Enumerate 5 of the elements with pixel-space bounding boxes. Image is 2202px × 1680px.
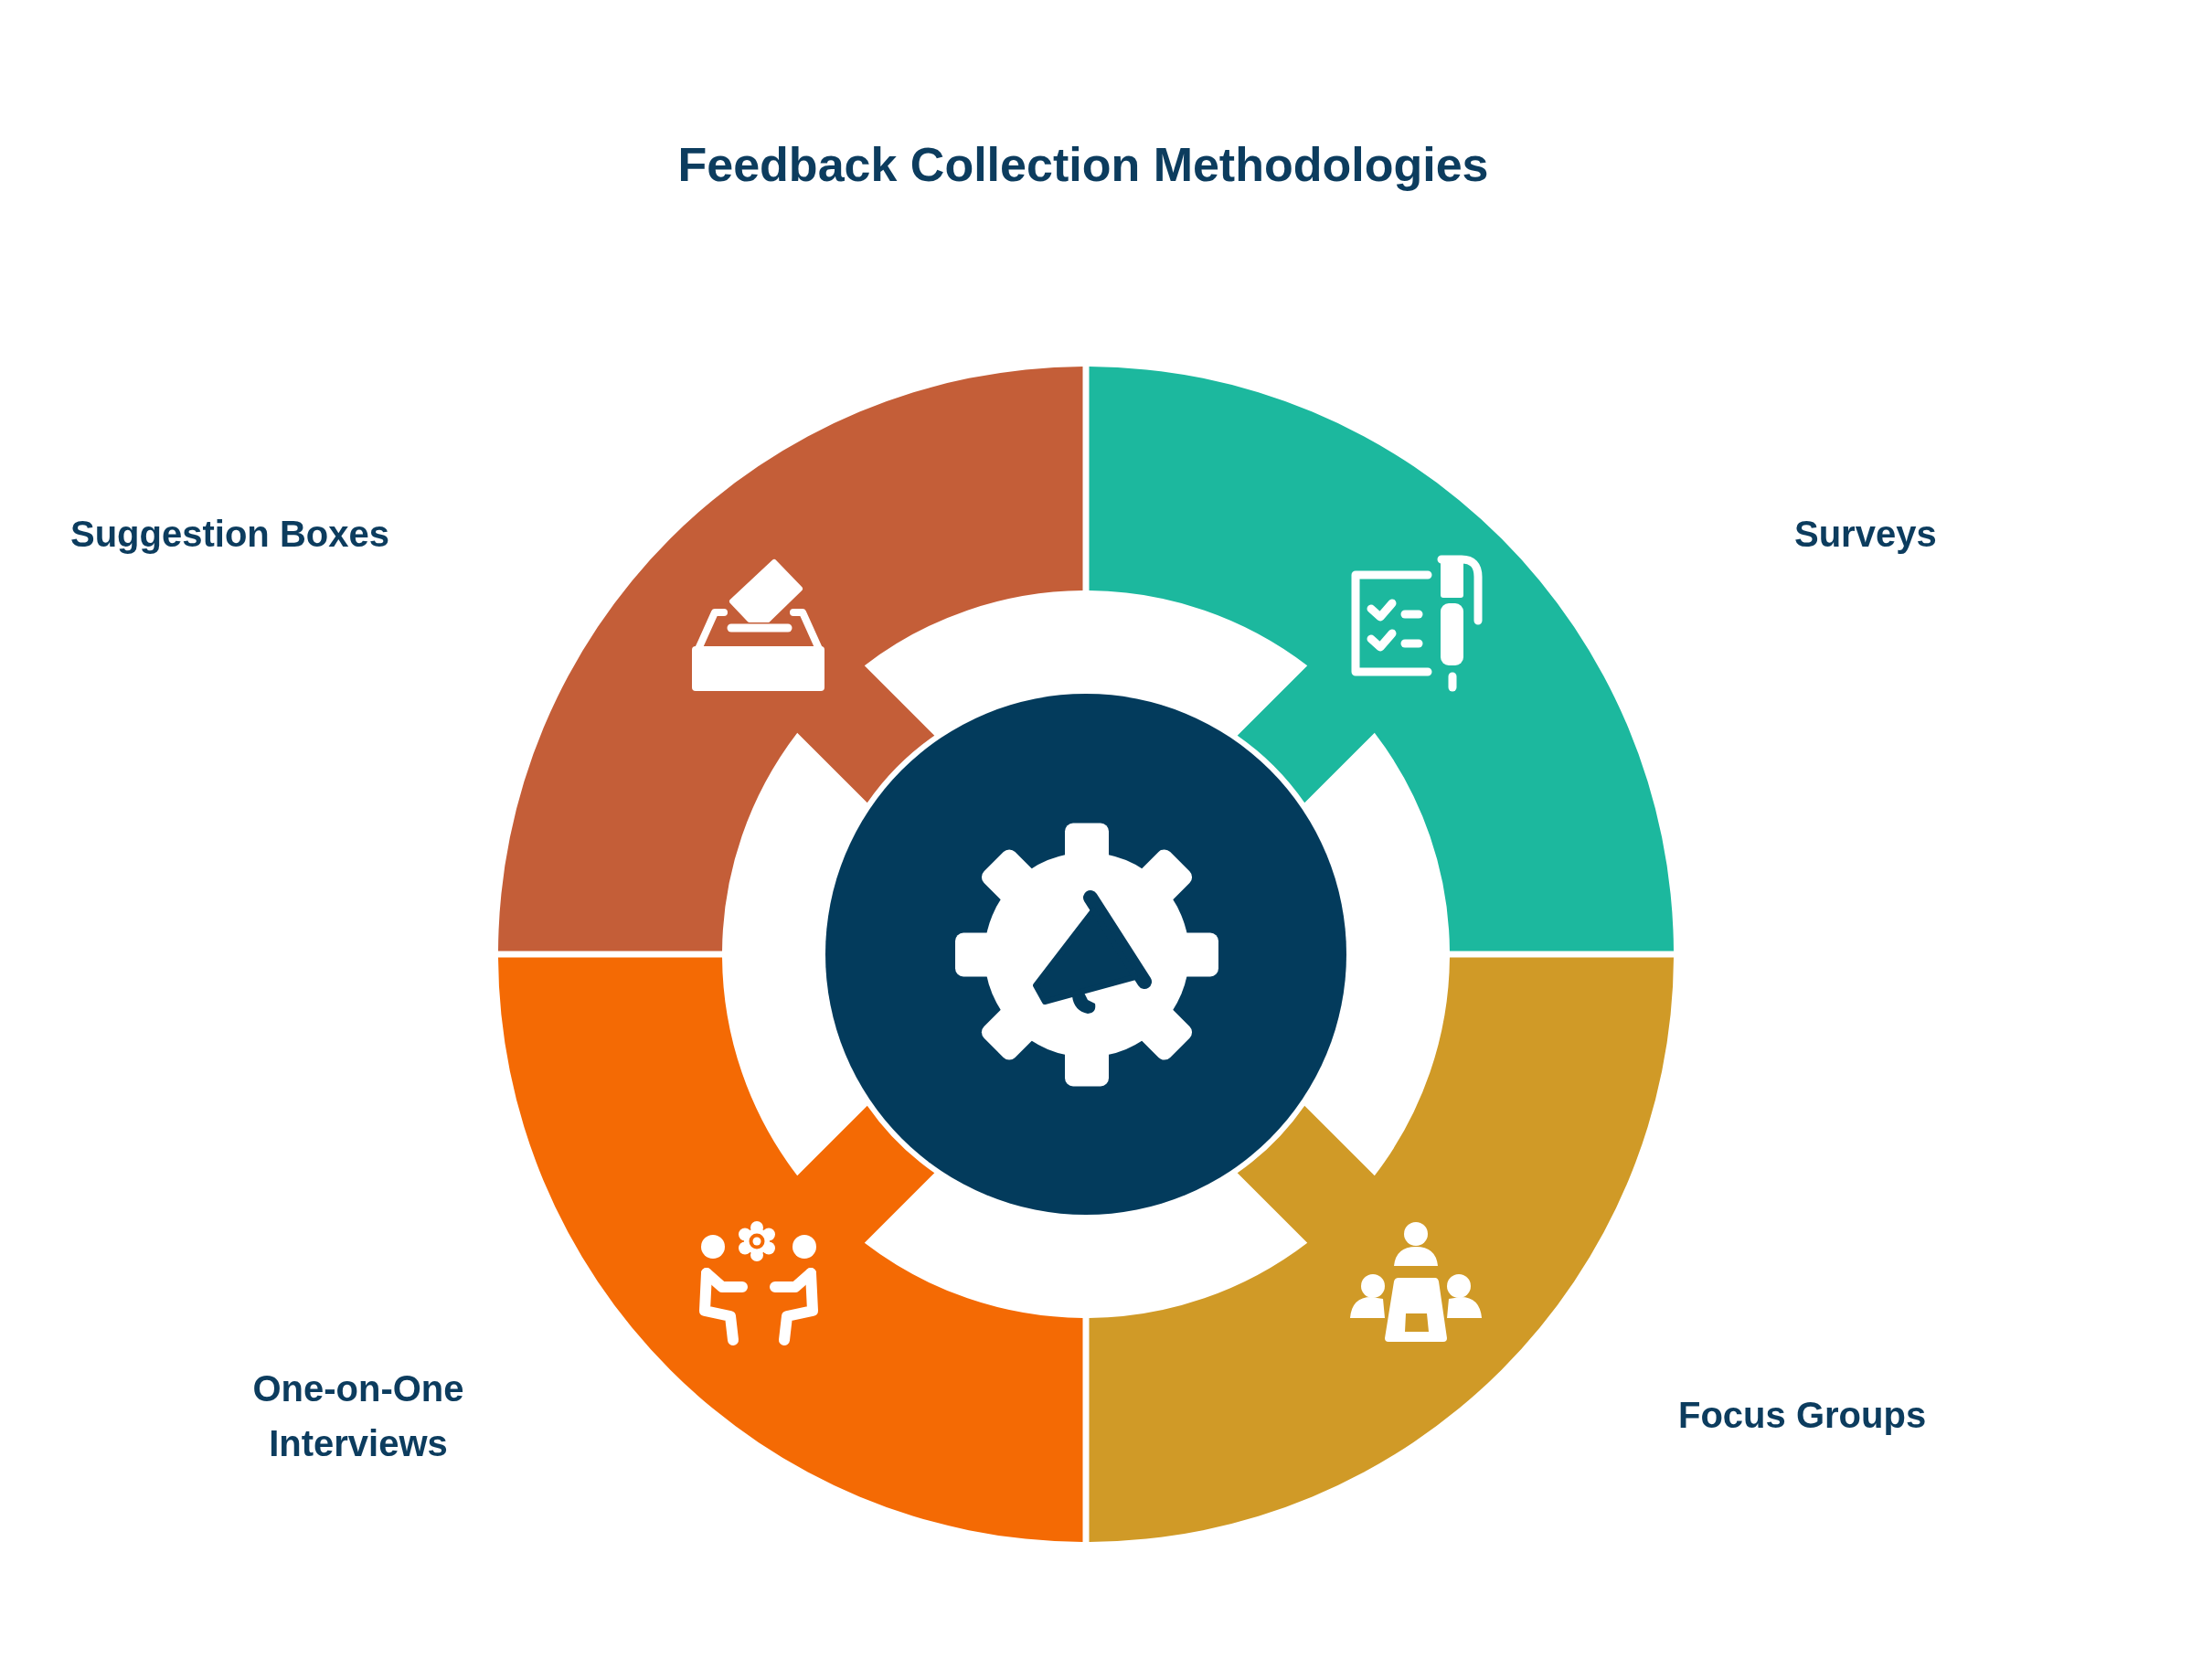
segment-label: Surveys <box>1794 513 1938 556</box>
segment-label: Suggestion Boxes <box>70 513 390 556</box>
segment-label: Focus Groups <box>1678 1394 1928 1437</box>
diagram-title: Feedback Collection Methodologies <box>677 137 1489 193</box>
segment-label: One-on-One Interviews <box>251 1367 465 1465</box>
